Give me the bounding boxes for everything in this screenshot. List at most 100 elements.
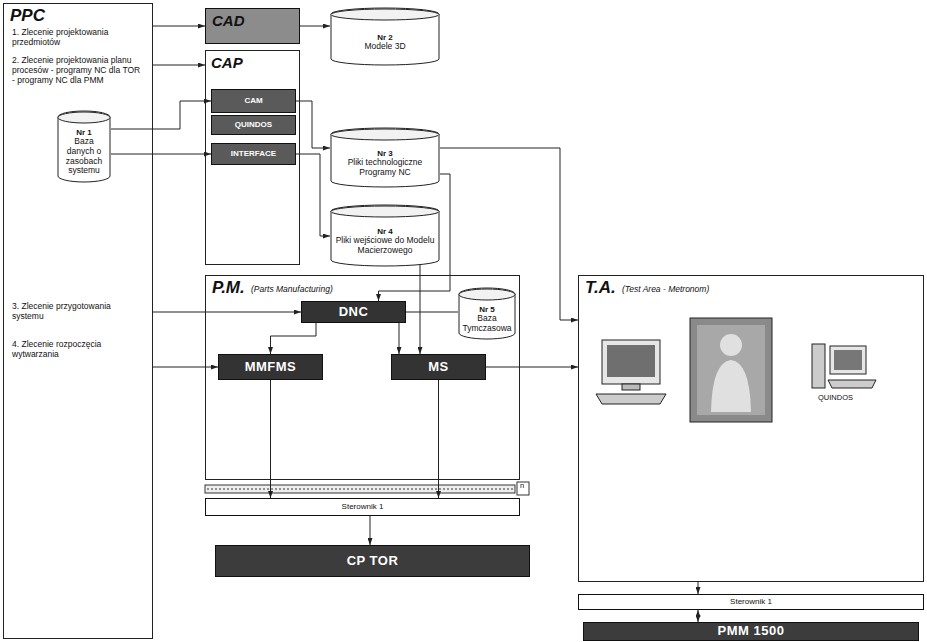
test-area-panel: T.A. (Test Area - Metronom) [578,275,924,582]
bus-end-box [517,482,529,495]
planning-panel: Nr 1Baza danych o zasobach systemu PPC1. … [3,3,153,639]
cylinder-body [331,8,439,65]
order-item: 3. Zlecenie przygotowania systemu [12,302,144,322]
text-holder: Nr 2Modele 3D [333,21,437,63]
database-number: Nr 2 [377,33,393,42]
cylinder-body [331,128,439,187]
database-label: Baza Tymczasowa [461,314,513,334]
function-label: QUINDOS [235,120,272,129]
module-group: CAM QUINDOS INTERFACE CAP [205,50,300,265]
flow-connector [698,582,699,594]
operator-head [720,334,742,356]
flow-connector [271,323,317,354]
operator-body [711,360,751,412]
text-slot: P.M. [212,278,245,298]
flow-connector [698,610,699,622]
text-holder: QUINDOS [212,116,295,134]
cylinder-top [459,289,515,300]
cylinder-top [331,206,439,217]
database-cylinder: Nr 5Baza Tymczasowa [458,288,516,340]
text-holder: DNC [302,302,405,322]
controller-label: Sterownik 1 [342,502,384,511]
text-holder: MS [392,355,485,379]
text-holder: CAM [212,90,295,112]
flow-connector [153,312,301,313]
text-holder: Nr 5Baza Tymczasowa [461,301,513,337]
system-box: DNC [301,301,406,323]
flow-connector [300,26,330,27]
flow-connector [153,65,205,66]
text-slot: n [520,482,524,491]
text-slot: 3. Zlecenie przygotowania systemu [12,302,144,322]
computer-screen [607,345,655,377]
system-label: MMFMS [245,360,297,375]
flow-connector [486,367,578,368]
panel-subtitle: (Test Area - Metronom) [622,285,709,295]
cylinder-body [331,205,439,266]
text-holder: MMFMS [219,355,322,379]
system-label: PMM 1500 [718,624,785,639]
text-holder: Nr 4Pliki wejściowe do Modelu Macierzowe… [333,218,437,264]
computer-tower [812,344,825,388]
text-slot: QUINDOS [818,394,853,403]
computer-monitor [602,340,660,384]
panel-title: P.M. [212,278,245,298]
text-holder: Sterownik 1 [206,499,519,515]
text-slot: CAP [211,54,243,71]
bus-bar [205,485,515,493]
text-slot: PPC [10,6,45,26]
cylinder-top [331,9,439,20]
database-cylinder: Nr 2Modele 3D [330,8,440,66]
bus-pattern [207,489,513,490]
cylinder-body [459,288,515,339]
module-title: CAD [212,12,245,29]
operator-picture [690,318,772,422]
controller-bar: Sterownik 1 [578,594,924,610]
database-label: Pliki technologiczne Programy NC [333,158,437,178]
text-holder: Nr 1Baza danych o zasobach systemu [60,124,108,180]
text-holder: Nr 3Pliki technologiczne Programy NC [333,141,437,185]
function-box: CAM [211,89,296,113]
text-slot: 2. Zlecenie projektowania planu procesów… [12,56,144,85]
database-label: Pliki wejściowe do Modelu Macierzowego [333,236,437,256]
cylinder-top [331,129,439,140]
text-slot: (Test Area - Metronom) [622,285,709,295]
database-number: Nr 4 [377,227,393,236]
database-number: Nr 3 [377,149,393,158]
system-label: CP TOR [347,554,399,569]
function-box: INTERFACE [211,143,296,165]
function-label: CAM [244,96,262,105]
flow-connector [440,148,578,320]
database-cylinder: Nr 4Pliki wejściowe do Modelu Macierzowe… [330,205,440,267]
manufacturing-panel: DNC Nr 5Baza TymczasowaMMFMS MS P.M. (Parts … [205,275,520,480]
function-box: QUINDOS [211,115,296,135]
text-holder: CAD [206,9,299,43]
database-cylinder: Nr 1Baza danych o zasobach systemu [57,111,111,183]
device-label: QUINDOS [818,394,853,403]
controller-label: Sterownik 1 [730,597,772,606]
keyboard [828,380,876,388]
order-item: 1. Zlecenie projektowania przedmiotów [12,28,144,48]
monitor-stand [622,384,640,390]
cylinder-top [58,112,110,123]
module-box: CAD [205,8,300,44]
flow-connector [420,265,421,354]
operator-background [697,325,765,415]
flow-connector [153,367,218,368]
database-label: Baza danych o zasobach systemu [60,137,108,176]
text-holder: INTERFACE [212,144,295,164]
controller-bar: Sterownik 1 [205,498,520,516]
machine-bar: PMM 1500 [583,622,919,641]
panel-title: T.A. [585,278,616,298]
keyboard [596,394,666,404]
system-box: MMFMS [218,354,323,380]
panel-title: PPC [10,6,45,26]
text-slot: (Parts Manufacturing) [251,285,333,295]
order-item: 4. Zlecenie rozpoczęcia wytwarzania [12,340,144,360]
cylinder-body [58,111,110,182]
device-label: n [520,482,524,491]
order-item: 2. Zlecenie projektowania planu procesów… [12,56,144,85]
flow-connector [370,516,371,545]
module-title: CAP [211,54,243,71]
